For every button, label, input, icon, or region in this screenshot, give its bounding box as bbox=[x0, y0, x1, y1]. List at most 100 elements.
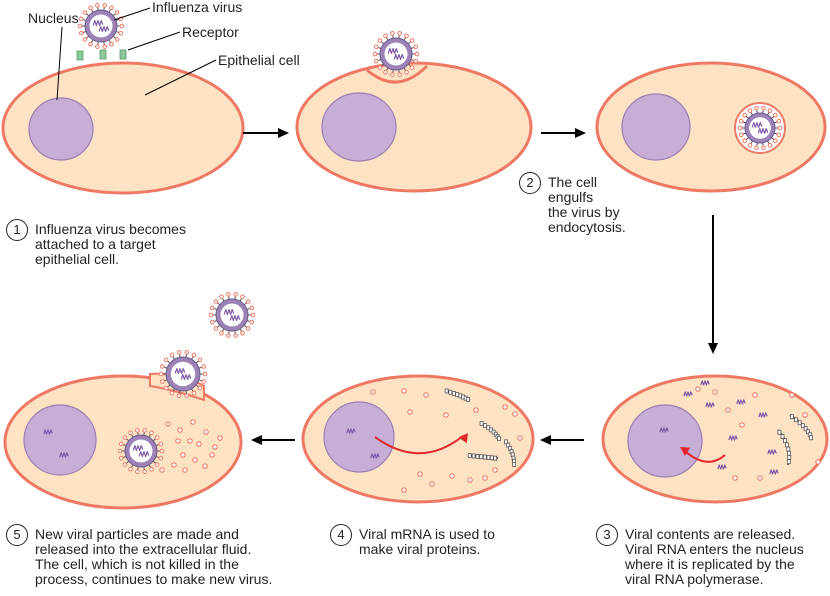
virus-spike-tip bbox=[767, 143, 773, 148]
virus-spike-tip bbox=[373, 58, 379, 64]
virus-spike-tip bbox=[114, 37, 120, 42]
protein-dot bbox=[757, 475, 763, 481]
arrow-step4-to-step5-head bbox=[540, 435, 551, 445]
protein-dot bbox=[517, 435, 523, 441]
virus-spike-tip bbox=[202, 371, 208, 377]
virus-rna bbox=[174, 368, 186, 374]
virus-spike-tip bbox=[219, 294, 224, 300]
protein-dot bbox=[473, 407, 479, 413]
step-2-text: The cell engulfs the virus by endocytosi… bbox=[548, 175, 626, 235]
virus-spike-tip bbox=[245, 326, 251, 331]
virus-spike-tip bbox=[390, 31, 395, 36]
virus-core bbox=[170, 361, 196, 387]
arrow-step3-to-step4-head bbox=[708, 343, 718, 354]
virus-spike-tip bbox=[219, 330, 224, 336]
step-3-caption: 3 Viral contents are released. Viral RNA… bbox=[596, 524, 804, 587]
virus-spike-tip bbox=[738, 118, 744, 124]
virus-core bbox=[129, 439, 153, 463]
protein-dot bbox=[190, 419, 196, 425]
virus-spike-tip bbox=[154, 462, 160, 467]
virus-spike-tip bbox=[377, 38, 383, 43]
receptor bbox=[119, 49, 127, 60]
virus-spike-tip bbox=[88, 41, 93, 47]
step-3-text: Viral contents are released. Viral RNA e… bbox=[625, 527, 804, 587]
protein-unit bbox=[455, 392, 460, 398]
virus-core bbox=[220, 303, 244, 327]
virus-spike-tip bbox=[77, 23, 83, 29]
arrow-step5-to-step6-head bbox=[251, 435, 262, 445]
step-2-line: endocytosis. bbox=[548, 219, 626, 235]
protein-unit bbox=[783, 438, 787, 444]
virus-spike-tip bbox=[390, 72, 395, 77]
virus-spike-tip bbox=[169, 352, 175, 358]
protein-dot bbox=[212, 444, 218, 450]
nuclear-rna bbox=[659, 427, 669, 433]
virus-spike-tip bbox=[78, 16, 84, 22]
cell-1-nucleus bbox=[28, 97, 94, 161]
protein-unit bbox=[479, 454, 484, 460]
step-1-line: epithelial cell. bbox=[35, 251, 120, 267]
protein-dot bbox=[182, 467, 188, 473]
virus-spike-tip bbox=[737, 125, 743, 131]
label-receptor: Receptor bbox=[182, 24, 239, 40]
virus-spike-tip bbox=[383, 69, 388, 75]
protein-dot bbox=[802, 412, 808, 418]
rna-import-arrow bbox=[685, 451, 726, 463]
label-nucleus: Nucleus bbox=[28, 10, 79, 26]
protein-unit bbox=[479, 420, 484, 426]
virus-spike-tip bbox=[160, 379, 165, 384]
virus-rna bbox=[393, 54, 405, 60]
virus-spike-tip bbox=[249, 305, 255, 311]
protein-dot bbox=[217, 435, 223, 441]
protein-dot bbox=[192, 457, 198, 463]
virus-spike-tip bbox=[776, 132, 782, 138]
virus-spike-tip bbox=[409, 65, 415, 70]
virus-rna bbox=[757, 128, 769, 134]
protein-dot bbox=[725, 407, 731, 413]
step-4-line: make viral proteins. bbox=[359, 541, 481, 557]
step-4-caption: 4 Viral mRNA is used to make viral prote… bbox=[330, 524, 495, 557]
virus-spike-tip bbox=[209, 319, 215, 325]
protein-dot bbox=[159, 467, 165, 473]
virus-spike-tip bbox=[176, 393, 182, 398]
virus-spike-tip bbox=[82, 37, 88, 42]
protein-unit bbox=[777, 429, 782, 435]
protein-unit bbox=[787, 455, 792, 460]
virus-spike-tip bbox=[149, 466, 154, 472]
step-2-line: the virus by bbox=[548, 204, 620, 220]
protein-unit bbox=[780, 434, 785, 439]
protein-dot bbox=[180, 452, 186, 458]
virus-spike-tip bbox=[383, 33, 388, 39]
protein-dot bbox=[209, 452, 215, 458]
virus-rna bbox=[92, 20, 104, 26]
nuclear-rna bbox=[370, 453, 380, 459]
virus-spike-tip bbox=[159, 448, 165, 454]
virus-spike-tip bbox=[109, 5, 114, 11]
virus-spike-tip bbox=[773, 112, 778, 118]
virus-spike-tip bbox=[240, 294, 245, 300]
virus-spike-tip bbox=[747, 143, 753, 148]
protein-dot bbox=[789, 392, 795, 398]
step-1-text: Influenza virus becomes attached to a ta… bbox=[35, 222, 186, 267]
protein-dot bbox=[187, 438, 193, 444]
step-3-line: Viral contents are released. bbox=[625, 526, 796, 542]
protein-unit bbox=[444, 388, 449, 394]
step-5-number: 5 bbox=[6, 524, 28, 546]
protein-unit bbox=[803, 426, 808, 432]
protein-unit bbox=[483, 423, 487, 428]
virus-spike-tip bbox=[118, 441, 124, 447]
virus-spike-tip bbox=[197, 385, 203, 391]
cell-4-nucleus bbox=[627, 404, 703, 478]
virus-rna bbox=[98, 26, 110, 32]
virus-spike-tip bbox=[240, 330, 245, 336]
virus-spike-tip bbox=[372, 51, 378, 57]
released-virus bbox=[208, 292, 256, 338]
protein-unit bbox=[448, 389, 453, 395]
step-1-line: Influenza virus becomes bbox=[35, 221, 186, 237]
virus-spike-tip bbox=[158, 371, 164, 377]
virus-spike-tip bbox=[233, 292, 238, 297]
virus-spike-tip bbox=[95, 3, 100, 8]
virus-spike-tip bbox=[373, 44, 379, 50]
virus-rna bbox=[223, 309, 235, 315]
viral-protein-chain bbox=[789, 414, 814, 441]
